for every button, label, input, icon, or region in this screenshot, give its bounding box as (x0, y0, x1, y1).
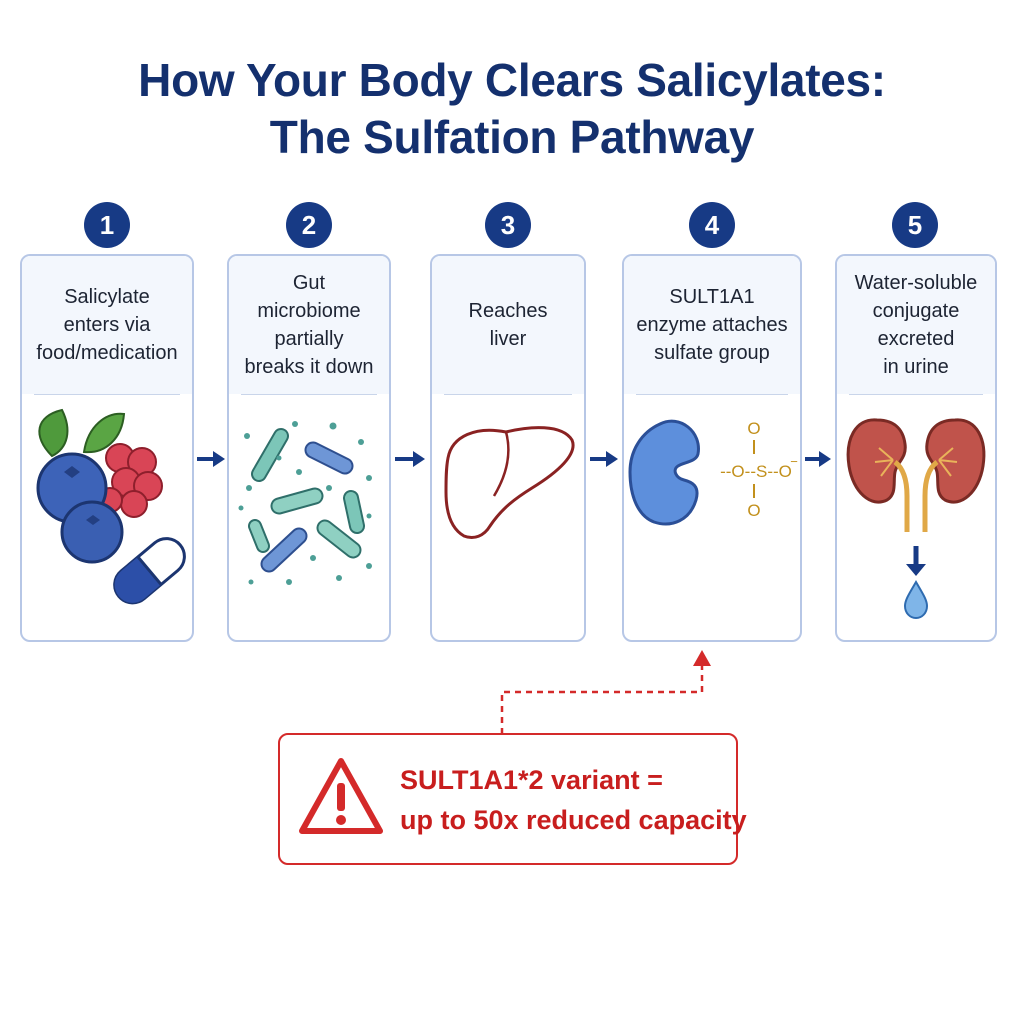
step-2-line: Gut (292, 272, 326, 294)
step-2-badge: 2 (286, 202, 332, 248)
sulfate-charge: − (790, 454, 798, 469)
step-3-label: Reaches liver (432, 256, 584, 394)
berries-and-capsule-icon (36, 408, 186, 605)
step-4-badge: 4 (689, 202, 735, 248)
title-line-2: The Sulfation Pathway (269, 111, 755, 163)
warning-text: SULT1A1*2 variant = up to 50x reduced ca… (400, 760, 747, 840)
step-4-line: sulfate group (654, 342, 770, 364)
enzyme-sulfate-icon: O --O--S--O − O (628, 419, 798, 526)
step-5-card: Water-soluble conjugate excreted in urin… (835, 254, 997, 642)
step-4-line: enzyme attaches (636, 314, 788, 336)
step-1-line: Salicylate (64, 286, 150, 308)
step-3-divider (444, 394, 572, 395)
flow-arrow-1-2 (197, 451, 225, 467)
step-2-label: Gut microbiome partially breaks it down (229, 256, 389, 394)
step-2-card: Gut microbiome partially breaks it down (227, 254, 391, 642)
step-3-card: Reaches liver (430, 254, 586, 642)
step-1-line: enters via (63, 314, 151, 336)
step-5-label: Water-soluble conjugate excreted in urin… (837, 256, 995, 394)
sulfate-oxygen-bottom: O (747, 501, 760, 520)
sulfate-oxygen-top: O (747, 419, 760, 438)
kidneys-droplet-icon (846, 418, 986, 620)
sulfate-group: O --O--S--O − O (720, 419, 798, 520)
flow-arrow-2-3 (395, 451, 425, 467)
step-4-divider (636, 394, 788, 395)
step-5-divider (849, 394, 983, 395)
step-5-line: conjugate (872, 300, 960, 322)
sulfate-formula-middle: --O--S--O (720, 462, 792, 481)
warning-triangle-icon (299, 758, 383, 834)
liver-icon (444, 426, 575, 540)
step-5-line: in urine (883, 356, 949, 378)
step-1-divider (34, 394, 180, 395)
warning-callout: SULT1A1*2 variant = up to 50x reduced ca… (278, 733, 747, 865)
flow-arrow-3-4 (590, 451, 618, 467)
step-4-label: SULT1A1 enzyme attaches sulfate group (624, 256, 800, 394)
step-5-line: Water-soluble (854, 272, 978, 294)
step-1-line: food/medication (36, 342, 178, 364)
step-3-line: Reaches (468, 300, 548, 322)
step-2-divider (241, 394, 377, 395)
flow-arrow-4-5 (805, 451, 831, 467)
step-5-badge: 5 (892, 202, 938, 248)
step-4-card: SULT1A1 enzyme attaches sulfate group O … (622, 254, 802, 642)
warning-line-2: up to 50x reduced capacity (400, 805, 747, 835)
warning-connector-arrow (500, 650, 711, 734)
gut-bacteria-icon (238, 421, 372, 585)
warning-line-1: SULT1A1*2 variant = (400, 765, 663, 795)
step-2-line: partially (274, 328, 344, 350)
title-line-1: How Your Body Clears Salicylates: (138, 54, 886, 106)
step-1-card: Salicylate enters via food/medication (20, 254, 194, 642)
step-5-line: excreted (877, 328, 955, 350)
step-3-badge: 3 (485, 202, 531, 248)
step-4-line: SULT1A1 (669, 286, 755, 308)
step-1-label: Salicylate enters via food/medication (22, 256, 192, 394)
step-2-line: breaks it down (244, 356, 374, 378)
step-1-badge: 1 (84, 202, 130, 248)
page-title: How Your Body Clears Salicylates: The Su… (0, 52, 1024, 166)
step-2-line: microbiome (257, 300, 361, 322)
step-3-line: liver (489, 328, 527, 350)
